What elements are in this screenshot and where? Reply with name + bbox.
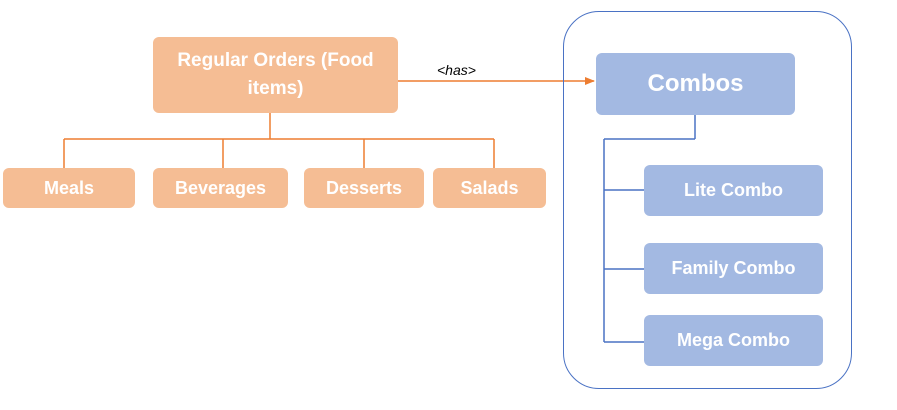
- salads-label: Salads: [460, 177, 519, 198]
- salads-node: Salads: [433, 168, 546, 208]
- mega-combo-label: Mega Combo: [676, 330, 790, 350]
- meals-label: Meals: [43, 177, 95, 198]
- desserts-node: Desserts: [304, 168, 424, 208]
- combos-group-container: [563, 11, 852, 389]
- combos-label: Combos: [647, 70, 744, 97]
- mega-combo-node: Mega Combo: [644, 315, 823, 366]
- has-relation-label: <has>: [437, 62, 476, 78]
- tree-connector-orange: [63, 113, 495, 168]
- lite-combo-node: Lite Combo: [644, 165, 823, 216]
- regular-orders-node: Regular Orders (Food items): [153, 37, 398, 113]
- tree-connector-blue: [603, 115, 696, 343]
- desserts-label: Desserts: [325, 177, 403, 198]
- regular-orders-label: Regular Orders (Food items): [177, 50, 374, 99]
- beverages-label: Beverages: [174, 177, 267, 198]
- family-combo-label: Family Combo: [671, 258, 796, 278]
- beverages-node: Beverages: [153, 168, 288, 208]
- lite-combo-label: Lite Combo: [684, 180, 783, 200]
- family-combo-node: Family Combo: [644, 243, 823, 294]
- combos-node: Combos: [596, 53, 795, 115]
- meals-node: Meals: [3, 168, 135, 208]
